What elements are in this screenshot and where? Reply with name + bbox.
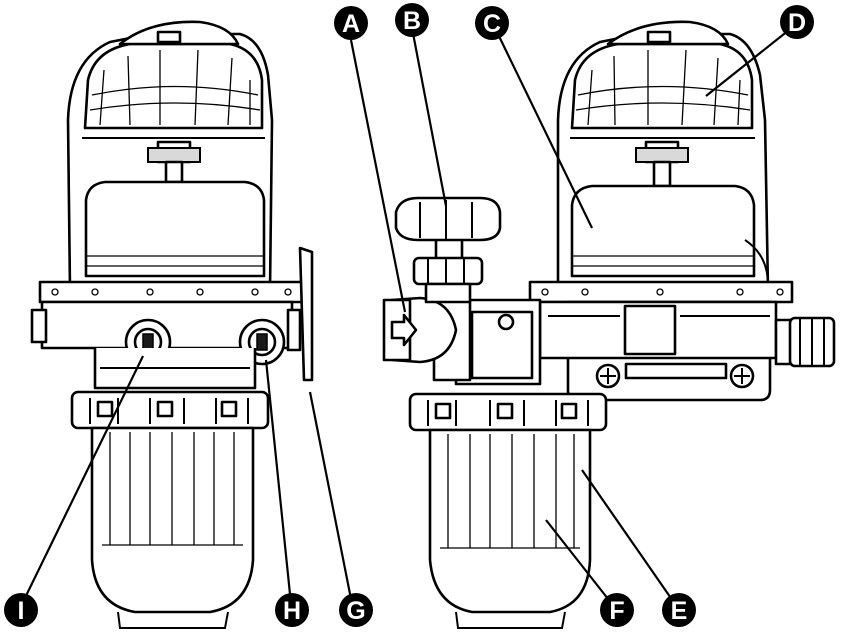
callout-F: F xyxy=(600,593,634,627)
inlet-fitting xyxy=(382,296,458,364)
front-flange xyxy=(38,280,304,304)
callout-D: D xyxy=(780,5,814,39)
leader-lines xyxy=(21,27,790,605)
callout-H-label: H xyxy=(283,597,301,625)
valve-body xyxy=(432,298,542,386)
side-dome-cover xyxy=(570,20,755,139)
front-dome-cover xyxy=(82,20,265,139)
shutoff-valve-knob xyxy=(394,196,502,242)
side-view xyxy=(382,20,836,629)
callout-badges: A B C D E F G H xyxy=(4,3,814,627)
side-filter-bowl xyxy=(428,428,592,629)
leader-E xyxy=(581,469,676,605)
leader-H xyxy=(264,359,293,605)
side-manifold xyxy=(538,300,778,360)
side-bracket xyxy=(298,246,314,382)
callout-C-label: C xyxy=(483,10,501,38)
leader-F xyxy=(545,519,613,605)
leader-A xyxy=(349,39,407,313)
callout-B: B xyxy=(395,3,429,37)
callout-I: I xyxy=(4,593,38,627)
front-view xyxy=(30,20,314,629)
front-filter-bowl xyxy=(90,426,255,629)
callout-H: H xyxy=(275,593,309,627)
callout-G: G xyxy=(339,593,373,627)
front-drum xyxy=(84,180,266,278)
leader-G xyxy=(308,391,354,605)
leader-D xyxy=(705,29,790,97)
side-collar xyxy=(408,392,608,432)
callout-D-label: D xyxy=(788,9,806,37)
callout-E: E xyxy=(662,593,696,627)
side-stem xyxy=(635,140,689,188)
shutoff-valve-stem xyxy=(412,234,484,304)
callout-G-label: G xyxy=(346,597,365,625)
leader-I xyxy=(21,355,144,605)
leader-B xyxy=(410,27,448,207)
side-flange xyxy=(528,280,794,304)
callout-B-label: B xyxy=(403,7,421,35)
front-stem xyxy=(147,140,201,184)
callout-E-label: E xyxy=(671,597,688,625)
leader-C xyxy=(495,29,593,229)
callout-F-label: F xyxy=(609,597,624,625)
callout-A: A xyxy=(334,6,368,40)
front-collar xyxy=(70,390,270,430)
outlet-fitting xyxy=(774,316,836,368)
callout-A-label: A xyxy=(342,10,360,38)
callout-I-label: I xyxy=(18,597,25,625)
callout-C: C xyxy=(475,6,509,40)
side-drum xyxy=(570,184,756,278)
